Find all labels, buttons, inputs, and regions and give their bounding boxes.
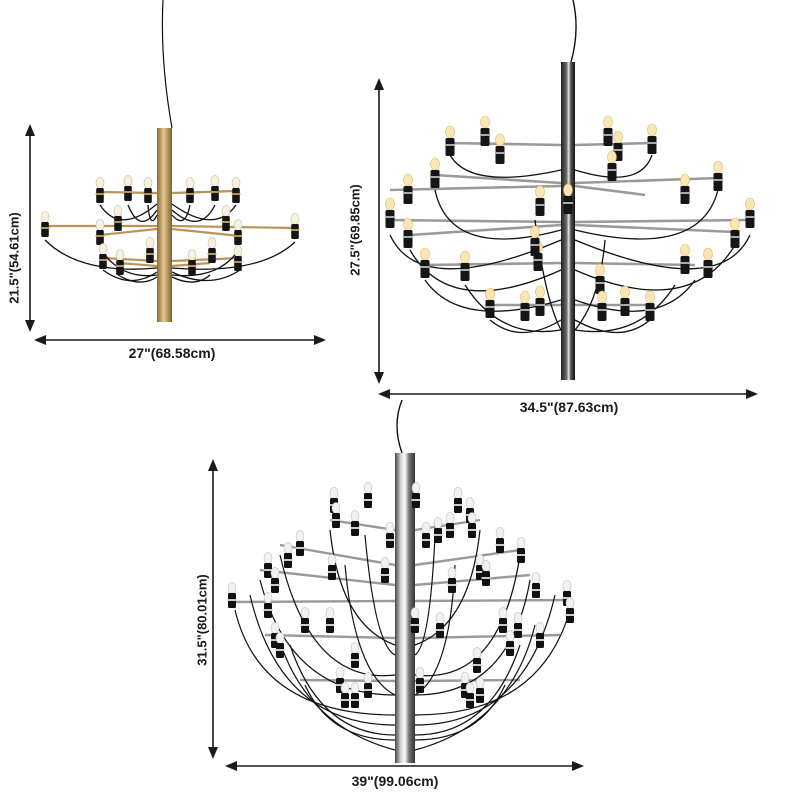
- width-label-large: 39"(99.06cm): [351, 773, 439, 789]
- width-label-medium: 34.5"(87.63cm): [519, 399, 619, 415]
- chandelier-small-brass-illustration: [25, 0, 326, 345]
- product-small-brass: 21.5"(54.61cm) 27"(68.58cm): [0, 0, 340, 370]
- height-label-large: 31.5"(80.01cm): [194, 574, 210, 666]
- height-label-small: 21.5"(54.61cm): [6, 212, 22, 304]
- height-dimension-arrow: [374, 78, 384, 384]
- product-medium-chrome: 27.5"(69.85cm) 34.5"(87.63cm): [340, 0, 800, 420]
- width-dimension-arrow: [378, 389, 758, 399]
- chandelier-medium-chrome-illustration: [374, 0, 758, 399]
- height-label-medium: 27.5"(69.85cm): [347, 184, 363, 276]
- height-dimension-arrow: [25, 124, 35, 332]
- height-dimension-arrow: [208, 459, 218, 759]
- width-label-small: 27"(68.58cm): [128, 345, 216, 361]
- width-dimension-arrow: [225, 761, 584, 771]
- chandelier-large-chrome-illustration: [208, 399, 584, 771]
- width-dimension-arrow: [34, 335, 326, 345]
- product-large-chrome: 31.5"(80.01cm) 39"(99.06cm): [180, 395, 620, 800]
